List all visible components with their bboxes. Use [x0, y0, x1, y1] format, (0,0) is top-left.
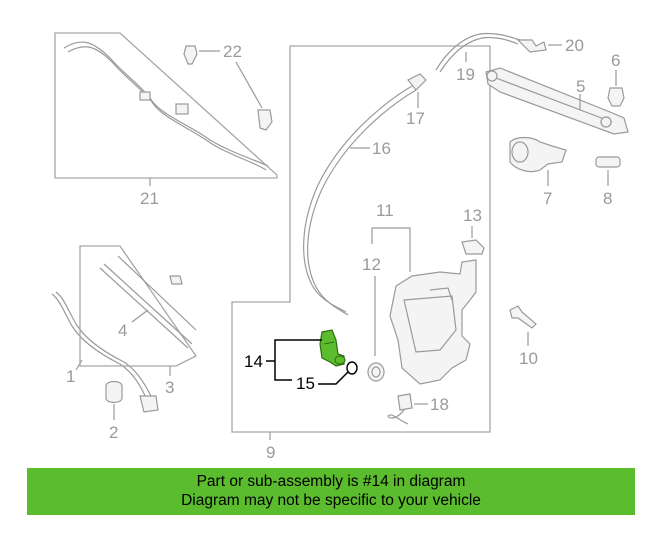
callout-10[interactable]: 10	[519, 349, 538, 368]
part-17-connector: 17	[406, 73, 427, 128]
callout-3[interactable]: 3	[165, 378, 174, 397]
part-6-bolt: 6	[607, 51, 625, 107]
callout-17[interactable]: 17	[406, 109, 425, 128]
part-16-hose: 16	[303, 85, 417, 316]
part-10-bolt: 10	[509, 305, 538, 368]
parts-diagram: 21 22 9 16 17 19	[51, 32, 629, 462]
part-20-connector: 20	[516, 36, 584, 55]
part-3-wiper-blade: 3	[79, 245, 197, 397]
part-4-refill: 4	[118, 275, 183, 340]
callout-5[interactable]: 5	[576, 77, 585, 96]
part-18-sensor: 18	[387, 393, 449, 425]
part-12-grommet: 12	[362, 255, 385, 382]
callout-12[interactable]: 12	[362, 255, 381, 274]
callout-9[interactable]: 9	[266, 443, 275, 462]
callout-15[interactable]: 15	[296, 374, 315, 393]
callout-16[interactable]: 16	[372, 139, 391, 158]
info-banner: Part or sub-assembly is #14 in diagram D…	[27, 468, 635, 515]
callout-21[interactable]: 21	[140, 189, 159, 208]
callout-lines-14-15	[266, 339, 349, 385]
part-13-cap: 13	[461, 206, 485, 255]
callout-4[interactable]: 4	[118, 321, 127, 340]
part-2-cap: 2	[105, 380, 123, 442]
part-1-wiper-arm: 1	[51, 291, 159, 413]
banner-line-1: Part or sub-assembly is #14 in diagram	[196, 473, 466, 490]
panel-21: 21	[54, 32, 278, 208]
part-7-motor: 7	[509, 136, 567, 208]
part-5-linkage: 5	[485, 67, 629, 135]
panel-9: 9	[231, 45, 491, 462]
callout-1[interactable]: 1	[66, 367, 75, 386]
callout-13[interactable]: 13	[463, 206, 482, 225]
callout-8[interactable]: 8	[603, 189, 612, 208]
callout-18[interactable]: 18	[430, 395, 449, 414]
callout-6[interactable]: 6	[611, 51, 620, 70]
callout-22[interactable]: 22	[223, 42, 242, 61]
banner-line-2: Diagram may not be specific to your vehi…	[181, 492, 481, 509]
part-8-bracket: 8	[595, 156, 621, 208]
part-21-hose	[63, 41, 269, 171]
part-19-hose: 19	[435, 32, 521, 84]
part-14-washer-pump	[319, 329, 346, 367]
callout-20[interactable]: 20	[565, 36, 584, 55]
callout-14[interactable]: 14	[244, 352, 263, 371]
callout-7[interactable]: 7	[543, 189, 552, 208]
part-22-clip: 22	[183, 42, 273, 131]
callout-2[interactable]: 2	[109, 423, 118, 442]
part-11-tank: 11	[371, 201, 477, 385]
part-15-o-ring	[346, 361, 358, 375]
callout-19[interactable]: 19	[456, 65, 475, 84]
callout-11[interactable]: 11	[376, 201, 394, 220]
